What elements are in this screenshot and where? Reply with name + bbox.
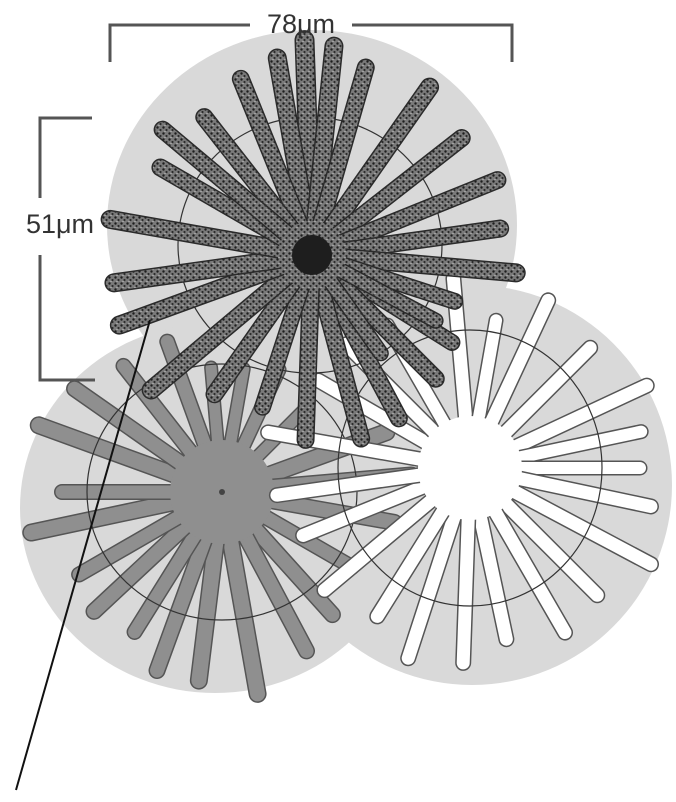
- gray-cell-nucleus: [219, 489, 225, 495]
- white-cell-dendrite: [463, 508, 468, 663]
- width-scale-label: 78μm: [267, 9, 335, 39]
- height-scale-label: 51μm: [26, 209, 94, 239]
- dark-cell-core: [292, 235, 332, 275]
- dark-cell-dendrite: [306, 275, 312, 440]
- white-cell-soma: [418, 416, 522, 520]
- height-scale-bracket: [40, 118, 95, 380]
